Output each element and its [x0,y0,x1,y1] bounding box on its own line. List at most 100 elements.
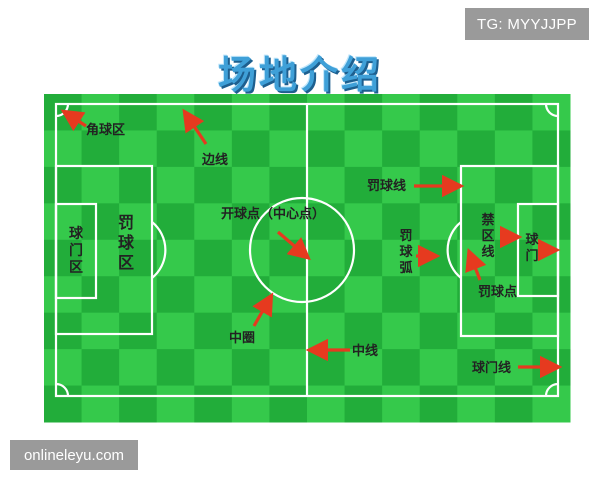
left-penalty-arc [151,221,167,279]
grass-tile [532,166,571,204]
grass-tile [532,203,571,241]
grass-tile [269,203,308,241]
grass-tile [307,276,346,314]
left-goal-box [54,202,98,300]
arrow-penalty-spot [465,248,487,281]
grass-tile [81,276,120,314]
grass-tile [494,276,533,314]
label-kickoff-spot: 开球点（中心点） [221,206,325,222]
site-watermark: onlineleyu.com [10,440,138,470]
grass-tile [194,312,233,350]
grass-tile [119,312,158,350]
grass-tile [119,276,158,314]
grass-tile [81,385,120,423]
grass-tile [457,312,496,350]
label-corner-area: 角球区 [86,122,125,138]
grass-tile [307,94,346,131]
grass-tile [269,385,308,423]
grass-tile [344,166,383,204]
label-penalty-spot: 罚球点 [478,284,517,300]
arrow-corner-area [60,109,87,132]
grass-tile [44,239,83,277]
grass-tile [44,203,83,241]
grass-tile [344,276,383,314]
grass-tile [194,349,233,387]
grass-tile [44,166,83,204]
grass-tile [307,166,346,204]
grass-tile [156,166,195,204]
grass-tile [382,203,421,241]
grass-tile [307,239,346,277]
grass-tile [269,349,308,387]
grass-tile [156,312,195,350]
grass-tile [44,312,83,350]
page-title: 场地介绍 [217,53,382,97]
grass-tile [119,349,158,387]
grass-tile [532,130,571,168]
grass-tile [231,130,270,168]
grass-tile [419,239,458,277]
grass-tile [194,94,233,131]
grass-tile [419,349,458,387]
grass-tile [307,203,346,241]
grass-tile [457,130,496,168]
grass-tile [457,349,496,387]
grass-tile [231,312,270,350]
grass-tile [81,312,120,350]
grass-tile [419,385,458,423]
grass-tile [532,312,571,350]
grass-tile [307,349,346,387]
right-penalty-arc [446,221,462,279]
label-touchline: 边线 [201,152,228,168]
grass-tile [119,94,158,131]
grass-tile [119,385,158,423]
grass-tile [382,239,421,277]
corner-arc-tr [544,103,559,118]
grass-tile [382,276,421,314]
grass-tile [156,385,195,423]
corner-arc-br [544,382,559,397]
arrow-kickoff [276,230,311,261]
label-restricted-line: 禁区线 [481,212,494,260]
grass-tile [156,276,195,314]
grass-tile [231,203,270,241]
grass-tile [307,385,346,423]
grass-tile [307,312,346,350]
grass-tile [194,203,233,241]
label-goal-area: 球门区 [69,225,84,276]
grass-tile [382,130,421,168]
grass-tile [194,385,233,423]
grass-tile [532,385,571,423]
grass-tile [231,349,270,387]
grass-tile [44,276,83,314]
grass-tile [494,94,533,131]
grass-tile [344,385,383,423]
grass-tile [532,276,571,314]
grass-tile [307,130,346,168]
grass-tile [344,130,383,168]
grass-tile [119,239,158,277]
grass-tile [269,94,308,131]
grass-tile [382,349,421,387]
grass-tile [81,239,120,277]
grass-tile [119,130,158,168]
telegram-watermark: TG: MYYJJPP [465,8,589,40]
grass-tile [81,130,120,168]
grass-tile [344,349,383,387]
grass-tile [457,203,496,241]
grass-tile [419,312,458,350]
grass-tile [156,94,195,131]
grass-tile [156,349,195,387]
label-goal-line: 球门线 [472,360,511,376]
grass-tile [119,203,158,241]
pointer-arrows [60,108,563,379]
grass-tile [419,203,458,241]
grass-tile [532,94,571,131]
grass-tile [44,130,83,168]
arrow-center-circle [252,292,274,327]
grass-tile [494,130,533,168]
grass-tile [269,130,308,168]
grass-tile [382,94,421,131]
grass-tile [494,385,533,423]
